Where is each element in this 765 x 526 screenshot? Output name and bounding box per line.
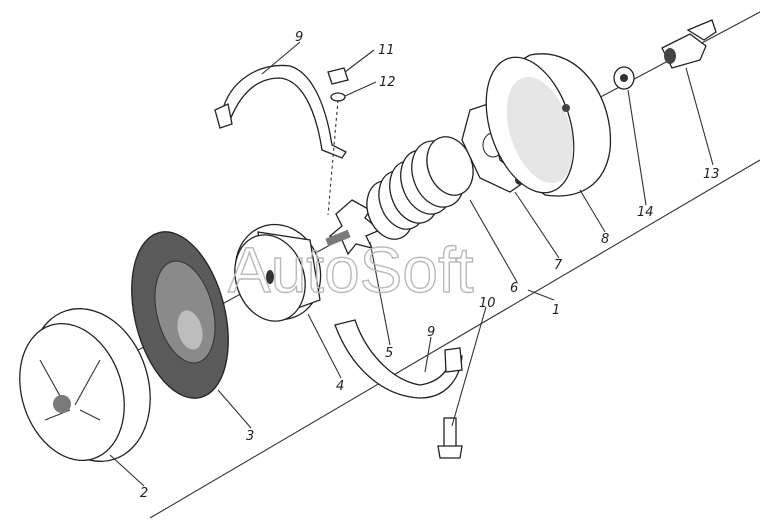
part-4-pressure-disc xyxy=(234,223,322,322)
part-10-bolt xyxy=(437,417,463,459)
callout-12: 12 xyxy=(379,75,396,90)
part-9-upper-clamp xyxy=(214,64,347,159)
leader-lines xyxy=(109,41,714,487)
callout-1: 1 xyxy=(552,303,560,318)
callout-3: 3 xyxy=(246,429,254,444)
callout-9-lower: 9 xyxy=(427,325,435,340)
part-9-lower-clamp xyxy=(334,319,463,399)
part-2-end-cover xyxy=(19,308,151,462)
part-14-nut xyxy=(613,66,635,90)
part-11-12-nut-washer xyxy=(327,67,349,216)
callout-13: 13 xyxy=(703,167,720,182)
callout-8: 8 xyxy=(601,232,609,247)
part-3-diaphragm xyxy=(131,231,229,399)
callout-10: 10 xyxy=(479,296,496,311)
part-13-clevis xyxy=(661,19,717,69)
part-8-housing xyxy=(485,53,612,197)
callout-7: 7 xyxy=(554,258,563,273)
callout-4: 4 xyxy=(336,379,344,394)
watermark: AutoSoft xyxy=(228,234,474,306)
callout-2: 2 xyxy=(140,486,148,501)
part-6-spring xyxy=(366,136,474,240)
callout-5: 5 xyxy=(385,346,393,361)
callout-9-upper: 9 xyxy=(295,30,303,45)
callout-11: 11 xyxy=(378,43,395,58)
callout-14: 14 xyxy=(637,205,654,220)
callout-6: 6 xyxy=(510,281,518,296)
callout-labels: 1 2 3 4 5 6 7 8 9 9 10 11 12 13 14 xyxy=(140,30,720,501)
